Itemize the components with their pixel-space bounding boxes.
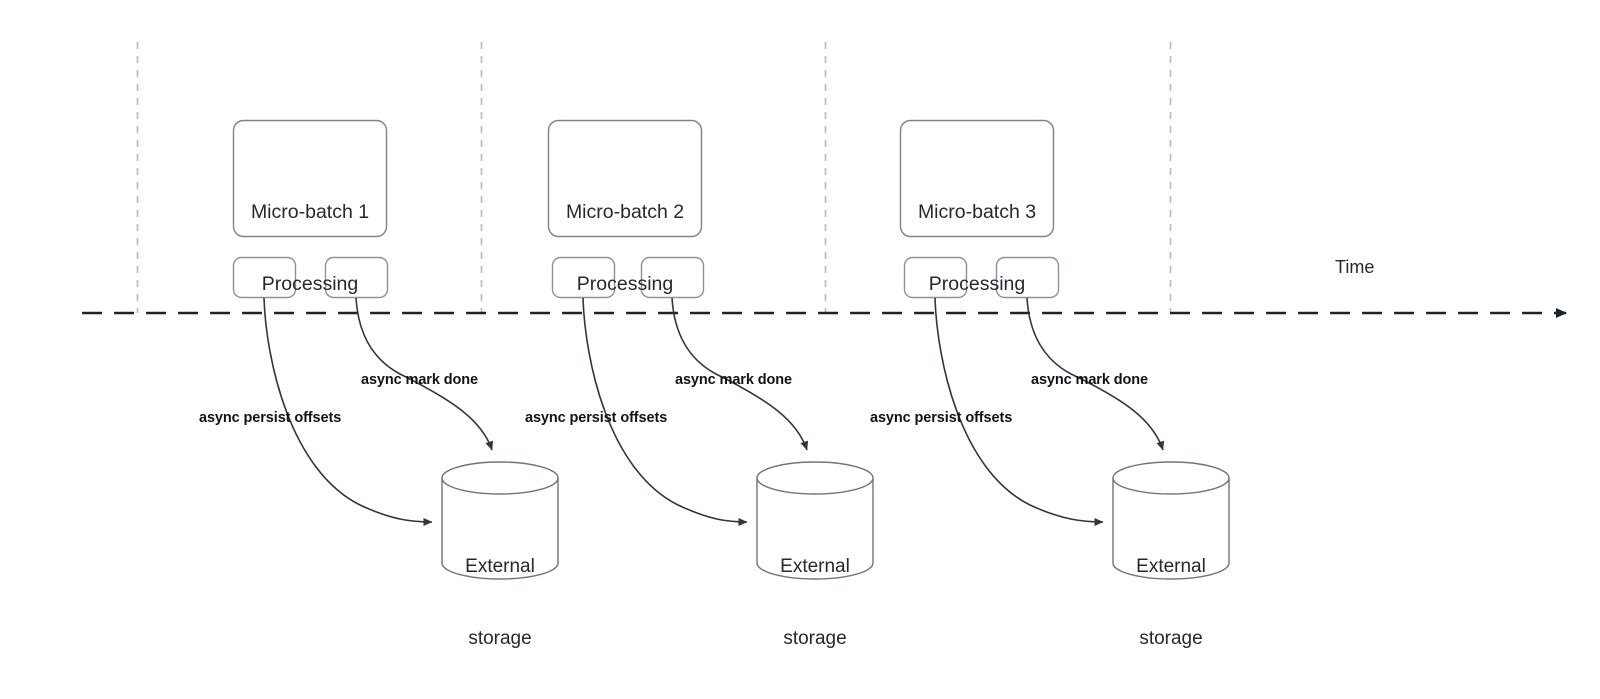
edge-persist-offsets-3 (934, 297, 1104, 526)
group-2-shapes (547, 119, 874, 580)
task-box-1a[interactable] (232, 256, 297, 299)
cylinder-body-1 (441, 477, 559, 580)
cylinder-top-2 (756, 461, 874, 495)
edge-persist-offsets-3-label: async persist offsets (870, 410, 1013, 426)
task-box-2b[interactable] (640, 256, 705, 299)
edge-mark-done-2 (671, 297, 809, 451)
cylinder-body-2 (756, 477, 874, 580)
time-axis-label: Time (1335, 257, 1375, 277)
edge-mark-done-1-label: async mark done (361, 372, 478, 388)
storage-cylinder-1[interactable] (441, 461, 559, 580)
diagram-vector-layer (82, 42, 1567, 580)
cylinder-top-1 (441, 461, 559, 495)
group-1-shapes (232, 119, 559, 580)
storage-cylinder-2[interactable] (756, 461, 874, 580)
batch-box-3[interactable] (899, 119, 1055, 238)
edge-persist-offsets-2 (582, 297, 748, 526)
task-box-3a[interactable] (903, 256, 968, 299)
edge-persist-offsets-1 (263, 297, 433, 526)
batch-box-1[interactable] (232, 119, 388, 238)
cylinder-top-3 (1112, 461, 1230, 495)
edge-persist-offsets-1-label: async persist offsets (199, 410, 342, 426)
boundary-lines (136, 42, 1172, 313)
task-box-1b[interactable] (324, 256, 389, 299)
task-box-3b[interactable] (995, 256, 1060, 299)
edge-mark-done-1 (355, 297, 494, 451)
batch-box-2[interactable] (547, 119, 703, 238)
cylinder-body-3 (1112, 477, 1230, 580)
diagram-canvas: Micro-batch 1 Processing Micro-batch 2 P… (82, 42, 1567, 649)
task-box-2a[interactable] (551, 256, 616, 299)
edge-mark-done-2-label: async mark done (675, 372, 792, 388)
edge-mark-done-3-label: async mark done (1031, 372, 1148, 388)
edge-mark-done-3 (1026, 297, 1165, 451)
storage-cylinder-3[interactable] (1112, 461, 1230, 580)
edge-persist-offsets-2-label: async persist offsets (525, 410, 668, 426)
group-3-shapes (899, 119, 1230, 580)
